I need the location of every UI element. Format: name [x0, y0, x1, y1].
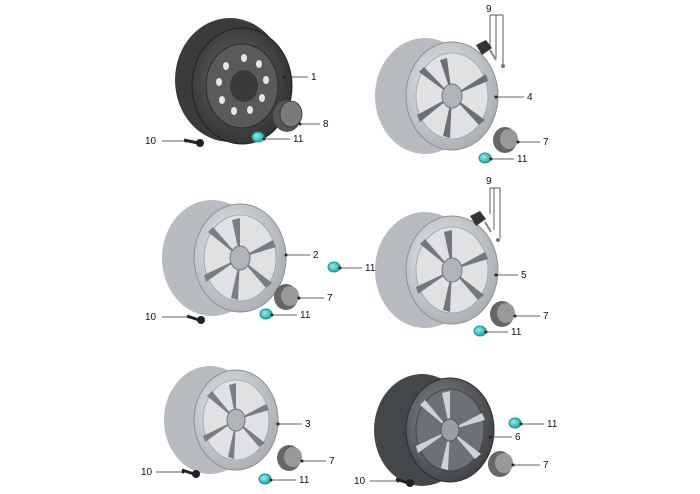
callout-9: 9	[486, 176, 492, 187]
center-cap-7-a	[493, 127, 518, 153]
callout-7: 7	[543, 137, 549, 148]
valve-cap-11-b	[478, 152, 492, 164]
callout-6: 6	[515, 432, 521, 443]
valve-stem-10-c	[181, 468, 200, 478]
callout-9: 9	[486, 4, 492, 15]
alloy-wheel-5	[375, 212, 499, 328]
callout-8: 8	[323, 119, 329, 130]
valve-cap-11-e	[473, 325, 487, 337]
tpms-sensor-9-b	[470, 211, 500, 242]
center-cap-8	[273, 100, 303, 132]
callout-4: 4	[527, 92, 533, 103]
center-cap-7-d	[277, 445, 302, 471]
callout-3: 3	[305, 419, 311, 430]
center-cap-7-c	[490, 301, 515, 327]
valve-cap-11-a	[251, 131, 265, 143]
callout-11: 11	[299, 475, 310, 486]
callout-labels: 1 8 11 10 9 4 7 11 2 11 7 11 10 9 5 7 11…	[141, 4, 558, 487]
callout-11: 11	[365, 263, 376, 274]
valve-cap-11-c	[327, 261, 341, 273]
alloy-wheel-3	[164, 366, 279, 474]
callout-11: 11	[547, 419, 558, 430]
tpms-sensor-9-a	[476, 40, 505, 68]
callout-10: 10	[354, 476, 366, 487]
callout-11: 11	[300, 310, 311, 321]
callout-7: 7	[329, 456, 335, 467]
callout-2: 2	[313, 250, 319, 261]
callout-7: 7	[543, 460, 549, 471]
dark-alloy-wheel-6	[374, 374, 495, 486]
callout-11: 11	[511, 327, 522, 338]
callout-7: 7	[327, 293, 333, 304]
valve-cap-11-g	[508, 417, 522, 429]
valve-cap-11-f	[258, 473, 272, 485]
callout-5: 5	[521, 270, 527, 281]
callout-10: 10	[145, 312, 157, 323]
callout-10: 10	[145, 136, 157, 147]
alloy-wheel-4	[375, 38, 499, 154]
valve-cap-11-d	[259, 308, 273, 320]
callout-11: 11	[293, 134, 304, 145]
callout-10: 10	[141, 467, 153, 478]
center-cap-7-b	[274, 284, 299, 310]
callout-7: 7	[543, 311, 549, 322]
center-cap-7-e	[488, 451, 513, 477]
leader-lines	[156, 14, 544, 483]
steel-wheel-1	[175, 18, 293, 145]
callout-11: 11	[517, 154, 528, 165]
alloy-wheel-2	[162, 200, 287, 316]
callout-1: 1	[311, 72, 317, 83]
